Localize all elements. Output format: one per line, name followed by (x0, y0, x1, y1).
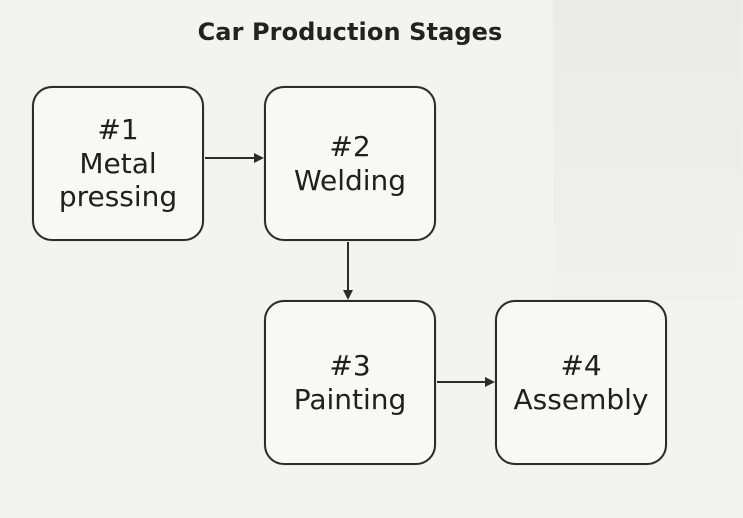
stage-node-metal-pressing: #1 Metal pressing (32, 86, 204, 241)
stage-label: Painting (293, 382, 407, 416)
stage-label-line2: pressing (58, 180, 178, 214)
background-shadow (553, 0, 743, 300)
stage-number: #1 (97, 113, 139, 147)
stage-node-painting: #3 Painting (264, 300, 436, 465)
diagram-title: Car Production Stages (197, 18, 503, 46)
stage-number: #2 (329, 129, 371, 163)
stage-label: Assembly (513, 382, 649, 416)
stage-label-line1: Metal (79, 146, 157, 180)
stage-node-assembly: #4 Assembly (495, 300, 667, 465)
stage-number: #4 (560, 348, 602, 382)
stage-number: #3 (329, 348, 371, 382)
stage-node-welding: #2 Welding (264, 86, 436, 241)
stage-label: Welding (293, 163, 407, 197)
